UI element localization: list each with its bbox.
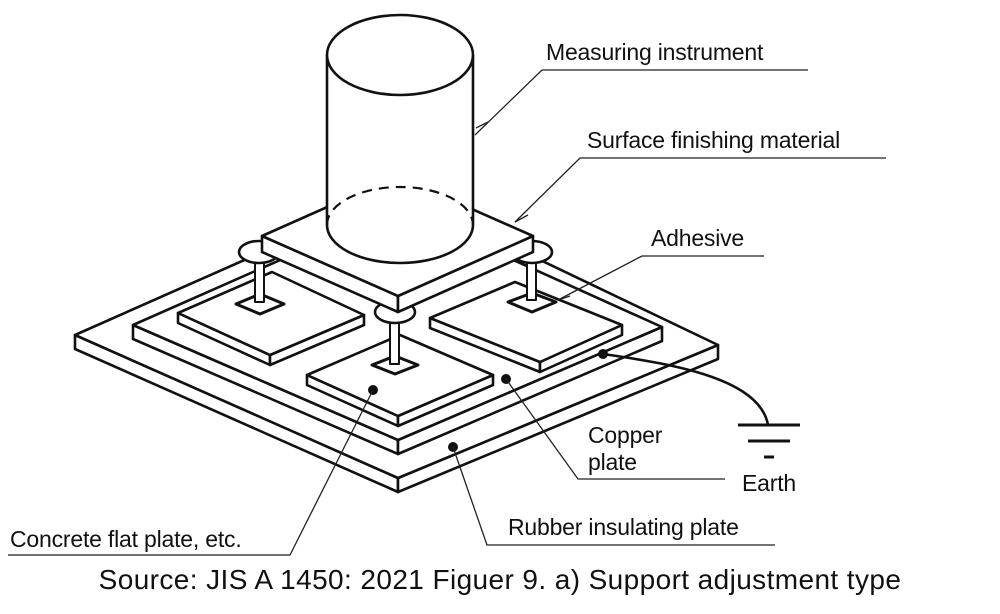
label-copper-plate-line1: Copper [588,422,663,448]
figure-caption: Source: JIS A 1450: 2021 Figuer 9. a) Su… [98,564,902,595]
label-adhesive: Adhesive [651,225,745,251]
concrete-plate-right [428,280,624,374]
earth-wire [598,349,800,459]
label-measuring-instrument: Measuring instrument [546,39,764,65]
concrete-plate-left [176,270,366,367]
label-surface-finishing-material: Surface finishing material [587,127,841,153]
label-earth: Earth [742,470,796,496]
label-copper-plate-line2: plate [588,449,637,475]
label-rubber-insulating-plate: Rubber insulating plate [508,514,739,540]
measuring-instrument-cylinder [325,13,475,265]
leader-lines [8,69,886,556]
concrete-plate-front [305,333,495,428]
label-concrete-flat-plate: Concrete flat plate, etc. [10,526,242,552]
